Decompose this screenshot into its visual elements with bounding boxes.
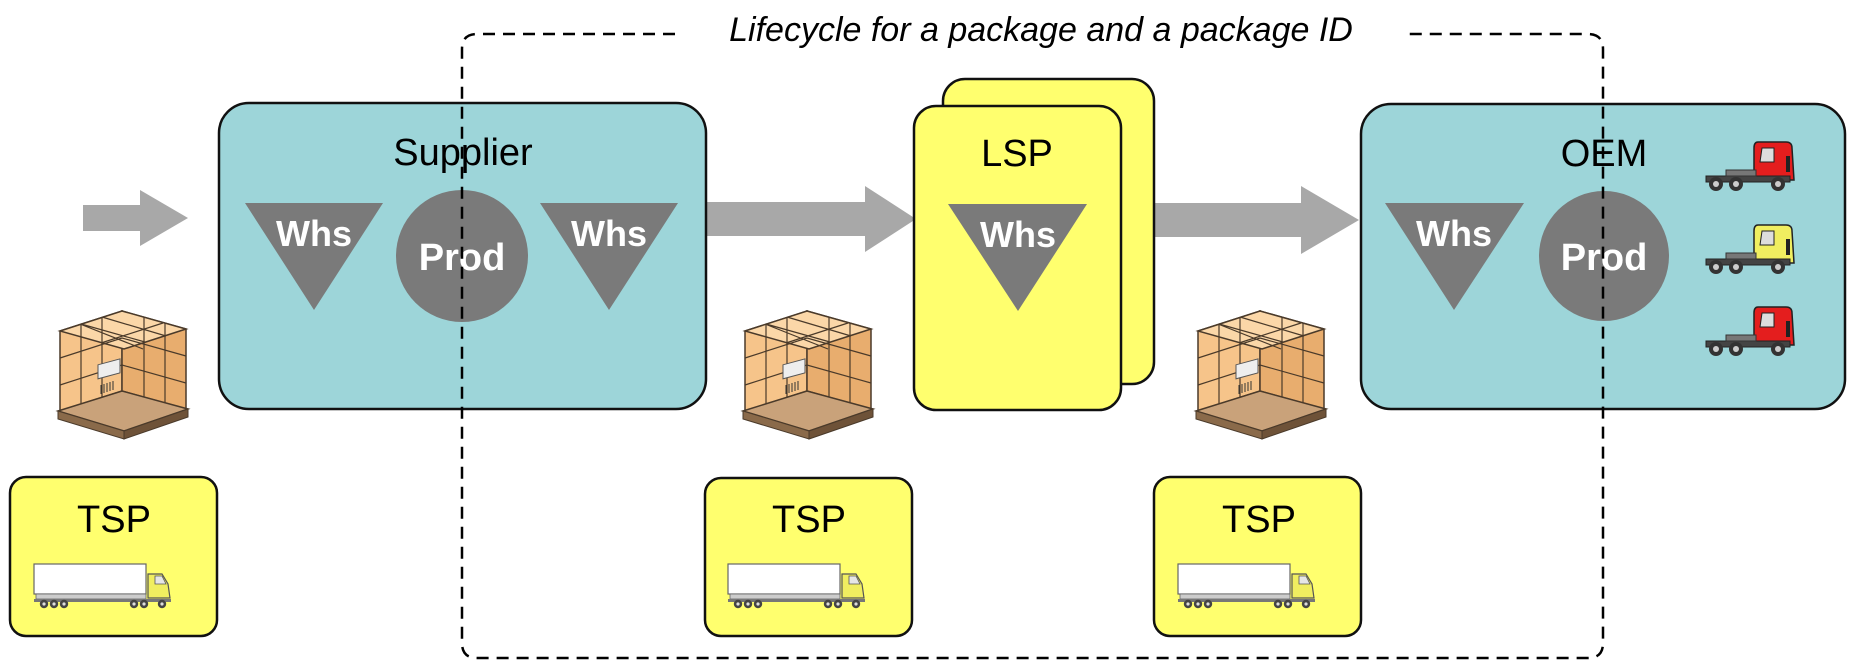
lsp-warehouse-icon: [948, 204, 1087, 311]
supplier-to-lsp-arrow: [707, 186, 916, 252]
lsp-label: LSP: [981, 133, 1053, 175]
lifecycle-boundary: Lifecycle for a package and a package ID: [460, 11, 1605, 660]
lsp-outbound-pallet-icon: [1195, 310, 1327, 440]
tsp-box: TSP: [8, 475, 219, 638]
tsp-label: TSP: [77, 499, 151, 541]
oem-warehouse-label: Whs: [1416, 213, 1492, 254]
inbound-pallet-icon: [57, 310, 189, 440]
tsp-label: TSP: [772, 499, 846, 541]
lifecycle-label: Lifecycle for a package and a package ID: [729, 11, 1353, 49]
supplier-outbound-warehouse-label: Whs: [571, 213, 647, 254]
supplier-inbound-warehouse-icon: [245, 203, 383, 310]
tsp-box: TSP: [703, 476, 914, 638]
supplier-inbound-warehouse-label: Whs: [276, 213, 352, 254]
inbound-arrow: [83, 190, 188, 246]
supplier-outbound-pallet-icon: [742, 310, 874, 440]
lsp-node: LSP Whs: [912, 77, 1156, 412]
tsp-label: TSP: [1222, 499, 1296, 541]
lsp-to-oem-arrow: [1121, 186, 1359, 254]
tsp-box: TSP: [1152, 475, 1363, 638]
oem-truck-icon: [1705, 141, 1795, 192]
oem-truck-icon: [1705, 224, 1795, 275]
supplier-outbound-warehouse-icon: [540, 203, 678, 310]
oem-truck-icon: [1705, 306, 1795, 357]
oem-warehouse-icon: [1385, 203, 1524, 310]
lsp-warehouse-label: Whs: [980, 214, 1056, 255]
flow-arrows: [83, 186, 1359, 254]
